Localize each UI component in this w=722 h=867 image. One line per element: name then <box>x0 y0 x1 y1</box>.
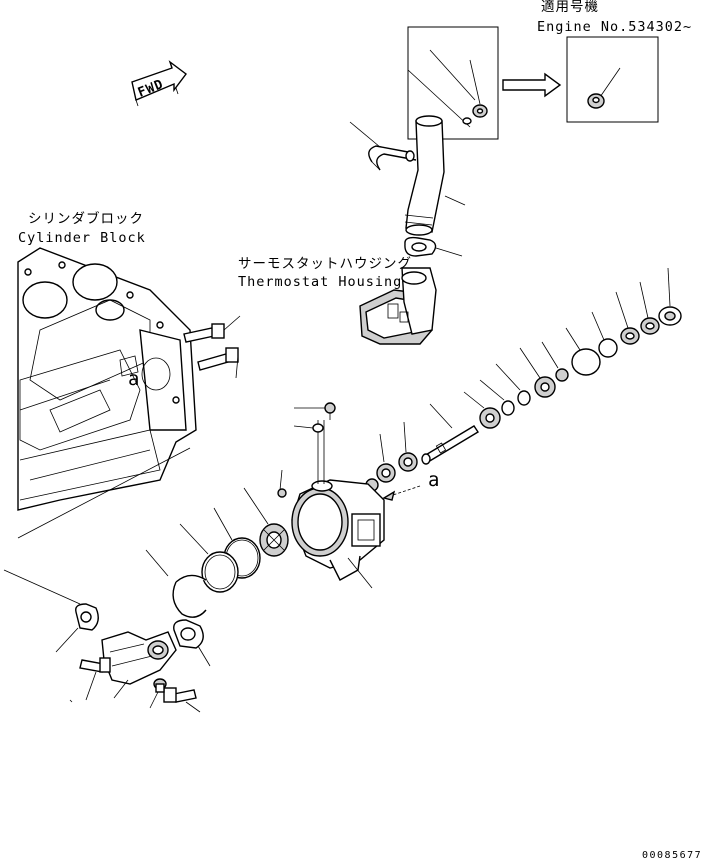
applicable-jp-label: 適用号機 <box>541 0 599 15</box>
thermostat-jp-label: サーモスタットハウジング <box>238 256 412 272</box>
thermostat-en-label: Thermostat Housing <box>238 274 402 290</box>
pump-seal-far <box>658 267 682 326</box>
pump-bearing-ring-1 <box>639 281 660 335</box>
pump-mechanical-seal-2 <box>376 433 396 483</box>
elbow-flange-gasket <box>55 603 99 653</box>
pump-snap-ring-large <box>145 549 207 618</box>
pump-snap-ring-1 <box>495 363 531 406</box>
pump-flange <box>519 347 556 398</box>
thermostat-housing <box>359 267 437 345</box>
impeller <box>243 487 289 557</box>
elbow-bolt-left <box>79 657 111 701</box>
hose-clamp-bolt <box>368 145 417 171</box>
pump-o-ring-mid <box>179 523 239 593</box>
mounting-bolt-lower <box>197 347 239 379</box>
water-hose <box>404 115 445 236</box>
cylinder-en-label: Cylinder Block <box>18 230 146 246</box>
thermostat-gasket <box>404 236 463 257</box>
pump-o-ring-large <box>565 327 601 376</box>
drawing-code: 00085677 <box>642 850 702 861</box>
pump-o-ring-small <box>591 311 618 358</box>
reference-a-pump: a <box>428 469 439 491</box>
pump-bearing <box>463 391 501 429</box>
pump-shaft <box>421 403 479 465</box>
pump-washer <box>541 341 569 382</box>
applicable-en-label: Engine No.534302~ <box>537 19 692 35</box>
variant-detail-box-right <box>566 36 659 123</box>
elbow-bolt-right <box>163 687 201 713</box>
variant-arrow <box>502 72 562 98</box>
pump-bearing-ring-2 <box>615 291 640 345</box>
reference-a-block: a <box>128 368 139 390</box>
mounting-bolt-upper <box>183 315 241 343</box>
cylinder-jp-label: シリンダブロック <box>28 210 144 227</box>
cylinder-block <box>17 247 197 511</box>
pump-snap-ring-2 <box>479 379 515 416</box>
elbow-nipple <box>149 678 167 709</box>
bypass-tube <box>293 402 336 484</box>
pump-small-bolt <box>277 469 287 498</box>
variant-detail-box-left <box>407 26 499 140</box>
water-inlet-elbow <box>101 631 177 699</box>
fwd-arrow-icon <box>131 60 187 107</box>
inlet-gasket <box>173 619 211 667</box>
pump-mechanical-seal-1 <box>398 421 418 472</box>
water-pump-body <box>291 479 385 589</box>
